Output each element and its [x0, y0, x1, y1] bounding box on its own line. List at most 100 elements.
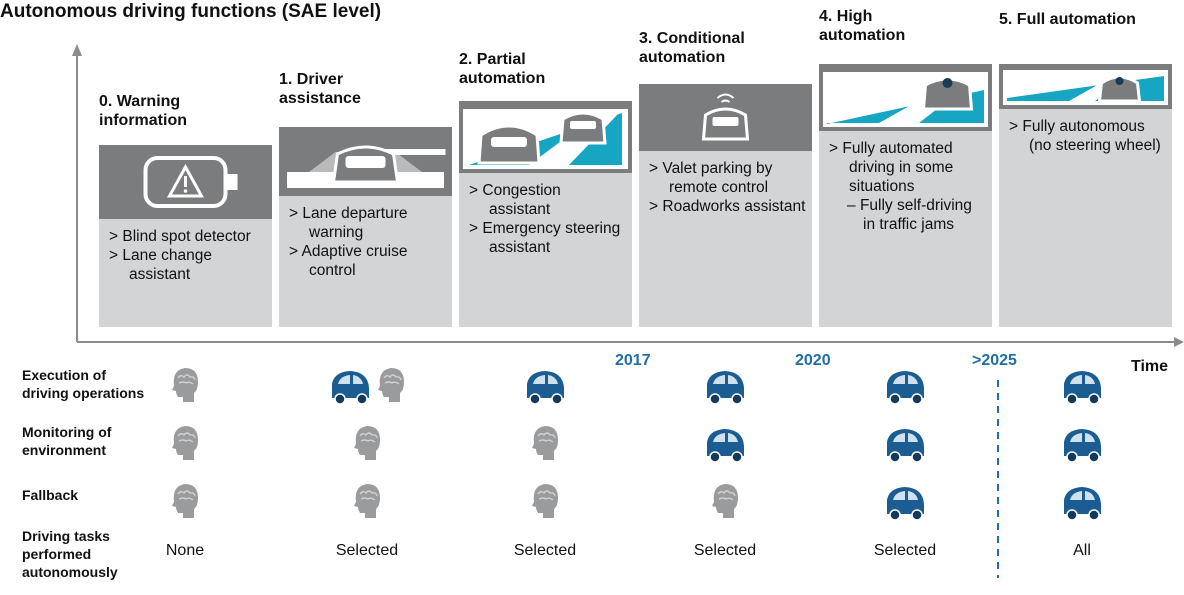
- brain-cell: [170, 422, 200, 469]
- level-title: 0. Warning information: [99, 92, 282, 130]
- feature-item: > Valet parking by remote control: [649, 159, 806, 197]
- brain-head-icon: [172, 484, 198, 518]
- item-prefix: >: [289, 205, 299, 222]
- level-title-line: assistance: [279, 90, 361, 107]
- car-cell: [703, 366, 747, 411]
- level-features: > Fully automated driving in some situat…: [819, 131, 992, 327]
- car-cell: [1060, 366, 1104, 411]
- level-title-line: 5. Full automation: [999, 11, 1136, 28]
- task-value: All: [1073, 542, 1091, 559]
- level-title: 2. Partial automation: [459, 50, 642, 88]
- year-label: 2017: [615, 352, 651, 369]
- car-driver-sleeping-icon: [1003, 70, 1168, 105]
- car-icon: [887, 429, 924, 463]
- level-card: > Valet parking by remote control> Roadw…: [639, 84, 812, 327]
- car-lane-assist-icon: [287, 145, 446, 188]
- feature-text: Roadworks assistant: [662, 198, 806, 215]
- feature-item: > Fully automated driving in some situat…: [829, 139, 986, 196]
- brain-cell: [530, 422, 560, 469]
- car-icon: [1064, 487, 1101, 521]
- task-value: Selected: [335, 542, 399, 559]
- row-label-line: Fallback: [22, 487, 79, 503]
- feature-text: Fully autonomous (no steering wheel): [1022, 118, 1161, 154]
- car-cell: [883, 424, 927, 469]
- level-image: [999, 64, 1172, 109]
- feature-text: Adaptive cruise control: [301, 243, 408, 279]
- brain-head-icon: [378, 368, 404, 402]
- sub-prefix: –: [847, 197, 856, 214]
- two-cars-road-icon: [463, 109, 628, 169]
- level-title-line: automation: [459, 70, 546, 87]
- car-icon: [527, 371, 564, 405]
- brain-head-icon: [712, 484, 738, 518]
- brain-head-icon: [172, 368, 198, 402]
- item-prefix: >: [289, 243, 299, 260]
- feature-text: Blind spot detector: [122, 228, 251, 245]
- row-label-line: autonomously: [22, 564, 118, 580]
- row-label-line: Driving tasks: [22, 528, 110, 544]
- level-title-line: 2. Partial: [459, 51, 526, 68]
- car-icon: [1064, 429, 1101, 463]
- time-axis-label: Time: [1131, 358, 1169, 375]
- feature-item: > Adaptive cruise control: [289, 242, 446, 280]
- item-prefix: >: [469, 182, 479, 199]
- feature-item: > Roadworks assistant: [649, 197, 806, 216]
- row-label-line: Monitoring of: [22, 424, 112, 440]
- row-label-line: driving operations: [22, 385, 145, 401]
- task-value: None: [165, 542, 205, 559]
- car-icon: [707, 371, 744, 405]
- car-cell: [328, 366, 372, 411]
- brain-cell: [710, 480, 740, 527]
- level-image: [459, 101, 632, 173]
- item-prefix: >: [109, 247, 119, 264]
- item-prefix: >: [829, 140, 839, 157]
- car-cell: [703, 424, 747, 469]
- feature-text: Lane change assistant: [122, 247, 213, 283]
- item-prefix: >: [1009, 118, 1019, 135]
- level-image: [279, 127, 452, 196]
- level-features: > Lane departure warning> Adaptive cruis…: [279, 196, 452, 327]
- row-label: Fallback: [22, 486, 78, 504]
- feature-text: Lane departure warning: [302, 205, 408, 241]
- level-title-line: 0. Warning: [99, 93, 181, 110]
- feature-item: > Congestion assistant: [469, 181, 626, 219]
- feature-text: Valet parking by remote control: [662, 160, 773, 196]
- level-title-line: information: [99, 112, 187, 129]
- car-cell: [883, 482, 927, 527]
- brain-head-icon: [354, 426, 380, 460]
- item-prefix: >: [469, 220, 479, 237]
- level-card: > Lane departure warning> Adaptive cruis…: [279, 127, 452, 327]
- car-icon: [887, 487, 924, 521]
- feature-item: > Blind spot detector: [109, 227, 266, 246]
- item-prefix: >: [109, 228, 119, 245]
- feature-text: Congestion assistant: [482, 182, 561, 218]
- brain-cell: [530, 480, 560, 527]
- brain-head-icon: [532, 426, 558, 460]
- task-value: Selected: [693, 542, 757, 559]
- level-title-line: automation: [819, 27, 906, 44]
- y-axis-arrow: [72, 44, 82, 56]
- level-card: > Blind spot detector> Lane change assis…: [99, 145, 272, 327]
- car-driver-relaxed-icon: [823, 72, 988, 127]
- car-icon: [332, 371, 369, 405]
- car-cell: [523, 366, 567, 411]
- feature-item: > Lane departure warning: [289, 204, 446, 242]
- feature-item: > Fully autonomous (no steering wheel): [1009, 117, 1166, 155]
- year-label: >2025: [972, 352, 1017, 369]
- task-value: Selected: [873, 542, 937, 559]
- car-cell: [1060, 424, 1104, 469]
- feature-item: > Lane change assistant: [109, 246, 266, 284]
- chart-title: Autonomous driving functions (SAE level): [0, 1, 382, 22]
- car-icon: [887, 371, 924, 405]
- level-features: > Congestion assistant> Emergency steeri…: [459, 173, 632, 327]
- feature-text: Emergency steering assistant: [482, 220, 621, 256]
- brain-head-icon: [354, 484, 380, 518]
- level-card: > Fully automated driving in some situat…: [819, 64, 992, 327]
- level-image: [639, 84, 812, 151]
- brain-cell: [170, 364, 200, 411]
- brain-cell: [352, 422, 382, 469]
- car-cell: [883, 366, 927, 411]
